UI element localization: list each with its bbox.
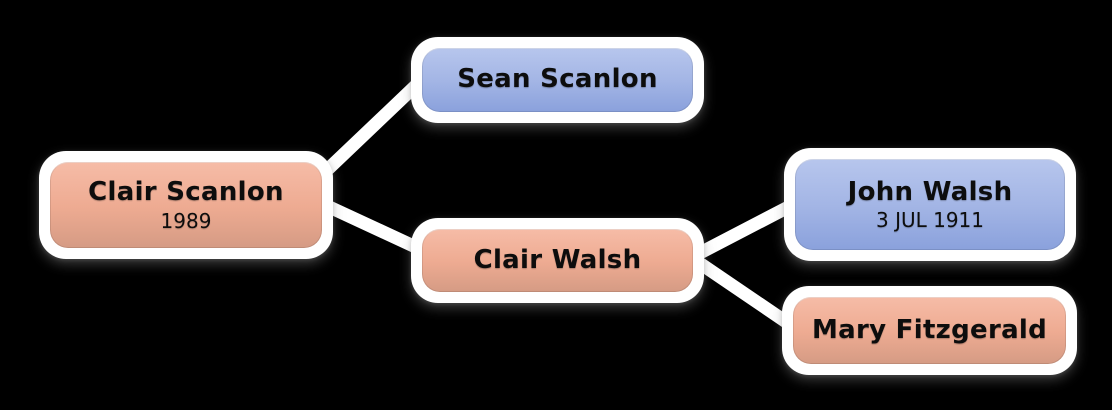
- person-card: Clair Scanlon 1989: [50, 162, 322, 248]
- person-node-john-walsh[interactable]: John Walsh 3 JUL 1911: [784, 148, 1076, 261]
- person-node-mary-fitzgerald[interactable]: Mary Fitzgerald: [782, 286, 1077, 375]
- person-node-clair-scanlon[interactable]: Clair Scanlon 1989: [39, 151, 333, 259]
- person-name: Clair Walsh: [473, 244, 642, 275]
- person-card: John Walsh 3 JUL 1911: [795, 159, 1065, 250]
- person-node-sean-scanlon[interactable]: Sean Scanlon: [411, 37, 704, 123]
- person-date: 1989: [160, 208, 212, 233]
- person-card: Sean Scanlon: [422, 48, 693, 112]
- person-node-clair-walsh[interactable]: Clair Walsh: [411, 218, 704, 303]
- person-name: Clair Scanlon: [88, 177, 284, 208]
- connector-clair-walsh-mary-fitzgerald: [691, 255, 805, 337]
- connector-clair-walsh-john-walsh: [691, 194, 807, 261]
- person-name: Sean Scanlon: [457, 64, 658, 95]
- person-card: Clair Walsh: [422, 229, 693, 292]
- person-name: John Walsh: [847, 176, 1013, 207]
- person-name: Mary Fitzgerald: [811, 314, 1048, 345]
- person-card: Mary Fitzgerald: [793, 297, 1066, 364]
- person-date: 3 JUL 1911: [875, 208, 985, 233]
